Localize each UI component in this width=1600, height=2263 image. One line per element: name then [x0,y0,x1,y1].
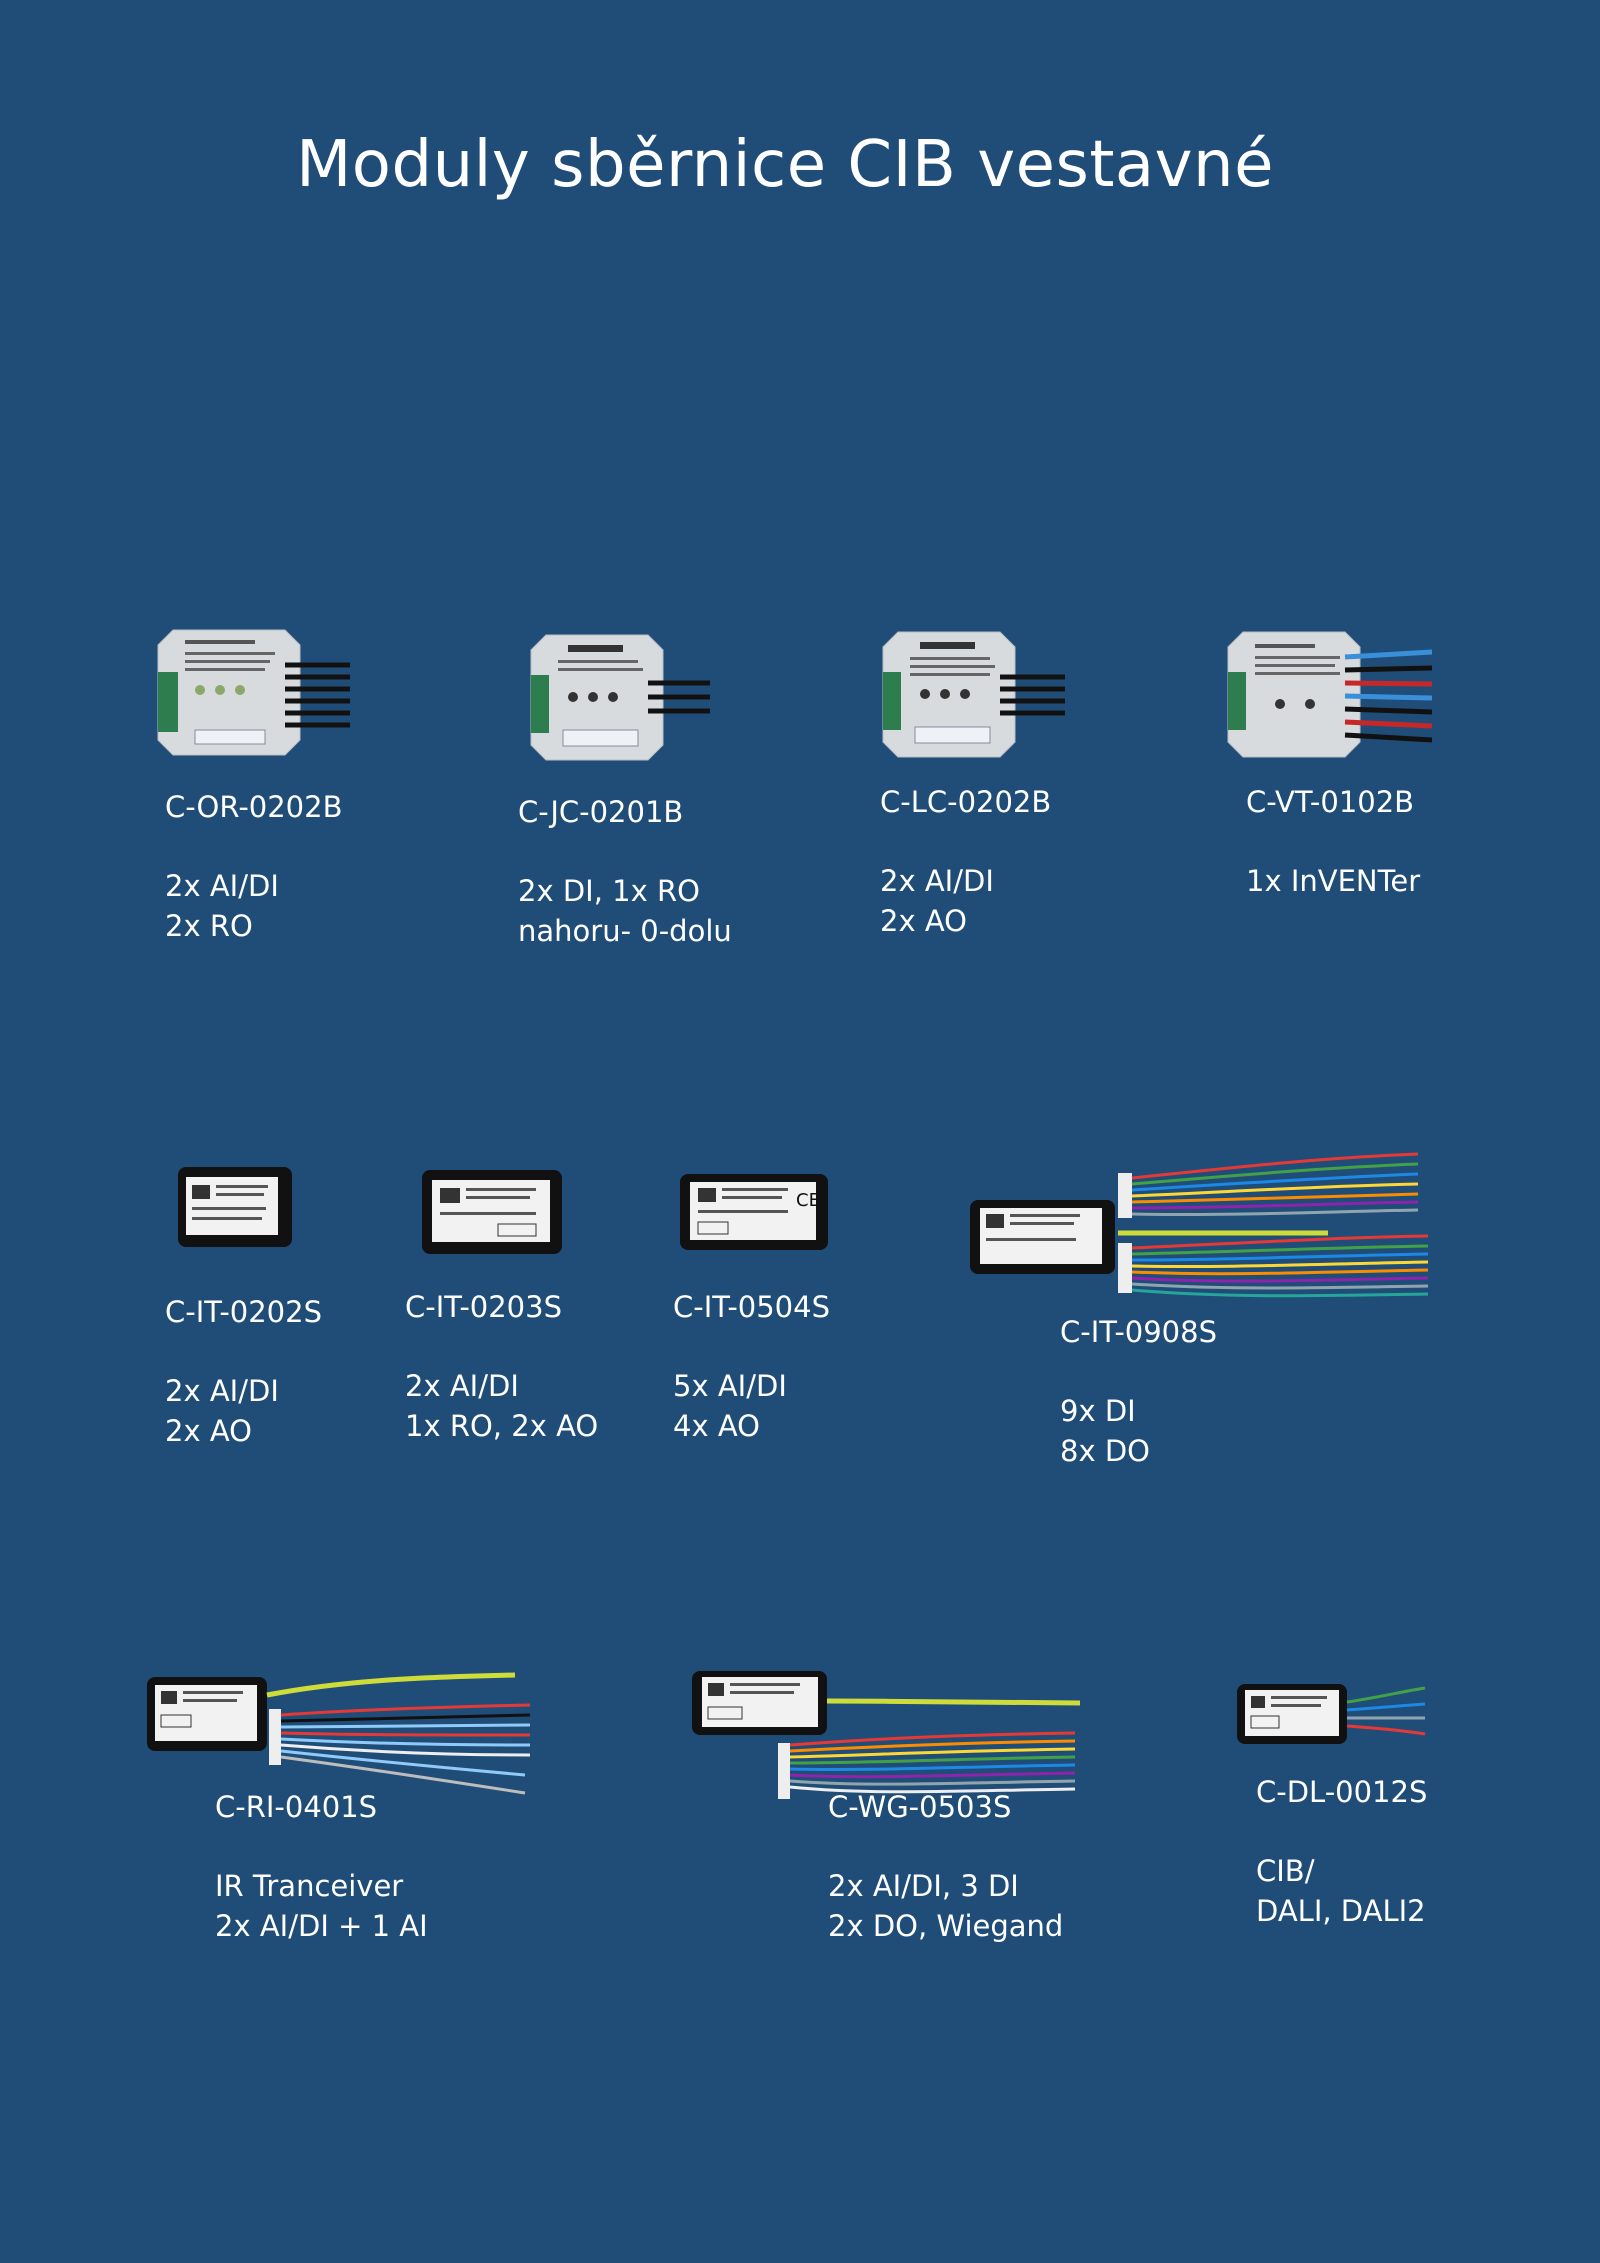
description-line: 2x AI/DI [405,1369,519,1403]
module-description: 5x AI/DI 4x AO [673,1366,787,1446]
description-line: 1x InVENTer [1246,864,1421,898]
black-module-icon [178,1167,292,1247]
module-name: C-JC-0201B [518,795,684,829]
description-line: DALI, DALI2 [1256,1894,1426,1928]
module-name: C-IT-0908S [1060,1315,1217,1349]
description-line: 2x AO [880,904,967,938]
description-line: 2x AI/DI [880,864,994,898]
module-description: 2x AI/DI 2x AO [165,1371,279,1451]
flush-box-module-icon [530,634,710,761]
module-name: C-LC-0202B [880,785,1052,819]
description-line: 2x AI/DI [165,869,279,903]
description-line: 2x AI/DI, 3 DI [828,1869,1019,1903]
wire-harness-module-icon [147,1672,531,1795]
module-name: C-IT-0202S [165,1295,322,1329]
module-name: C-OR-0202B [165,790,343,824]
description-line: 2x RO [165,909,253,943]
description-line: 2x AI/DI + 1 AI [215,1909,428,1943]
module-description: IR Tranceiver 2x AI/DI + 1 AI [215,1866,428,1946]
small-module-icon [1237,1684,1426,1744]
description-line: nahoru- 0-dolu [518,914,732,948]
module-description: 2x AI/DI 2x AO [880,861,994,941]
module-description: 1x InVENTer [1246,861,1420,901]
description-line: 1x RO, 2x AO [405,1409,599,1443]
module-description: CIB/ DALI, DALI2 [1256,1851,1426,1931]
description-line: 8x DO [1060,1434,1150,1468]
flush-box-module-icon [157,629,350,756]
black-module-icon [422,1170,562,1254]
description-line: CIB/ [1256,1854,1315,1888]
module-name: C-DL-0012S [1256,1775,1428,1809]
flush-box-module-icon [1227,631,1433,758]
page-title: Moduly sběrnice CIB vestavné [296,128,1274,202]
description-line: 9x DI [1060,1394,1136,1428]
wire-harness-module-icon [692,1671,1081,1799]
description-line: IR Tranceiver [215,1869,404,1903]
description-line: 2x DI, 1x RO [518,874,700,908]
description-line: 4x AO [673,1409,760,1443]
flush-box-module-icon [882,631,1065,758]
module-name: C-RI-0401S [215,1790,378,1824]
svg-text:CE: CE [796,1190,820,1211]
module-name: C-IT-0504S [673,1290,830,1324]
wire-harness-module-icon [970,1152,1429,1298]
module-description: 2x AI/DI 1x RO, 2x AO [405,1366,598,1446]
module-description: 2x AI/DI, 3 DI 2x DO, Wiegand [828,1866,1063,1946]
description-line: 2x DO, Wiegand [828,1909,1064,1943]
module-name: C-WG-0503S [828,1790,1012,1824]
description-line: 2x AI/DI [165,1374,279,1408]
module-description: 2x DI, 1x RO nahoru- 0-dolu [518,871,732,951]
description-line: 5x AI/DI [673,1369,787,1403]
module-name: C-VT-0102B [1246,785,1415,819]
description-line: 2x AO [165,1414,252,1448]
module-name: C-IT-0203S [405,1290,562,1324]
black-module-icon: CE [680,1174,828,1250]
module-description: 9x DI 8x DO [1060,1391,1150,1471]
module-description: 2x AI/DI 2x RO [165,866,279,946]
